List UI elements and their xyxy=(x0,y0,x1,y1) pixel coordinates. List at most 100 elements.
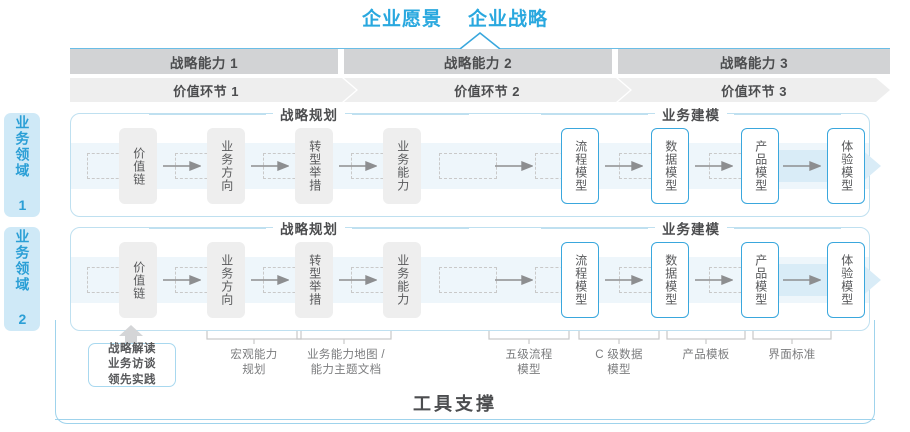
node-business-direction-1[interactable]: 业务方向 xyxy=(207,128,245,204)
bracket-icon xyxy=(488,331,570,344)
step-arrow-icon xyxy=(695,275,733,285)
node-business-capability-2[interactable]: 业务能力 xyxy=(383,242,421,318)
node-value-chain-2[interactable]: 价值链 xyxy=(119,242,157,318)
capability-bar-3[interactable]: 战略能力 3 xyxy=(618,49,890,74)
node-label: 价值链 xyxy=(131,146,146,186)
sidebar-item-domain-1-label: 业务领域 1 xyxy=(14,115,31,215)
tool-support-frame xyxy=(55,320,875,424)
node-experience-model-2[interactable]: 体验模型 xyxy=(827,242,865,318)
title-enterprise-vision: 企业愿景 xyxy=(361,9,442,30)
node-process-model-1[interactable]: 流程模型 xyxy=(561,128,599,204)
title-enterprise-strategy: 企业战略 xyxy=(468,9,549,30)
tool-box-line-3: 领先实践 xyxy=(108,373,156,386)
value-chain-bar-2-label: 价值环节 2 xyxy=(454,83,520,99)
track-segment xyxy=(439,153,497,179)
node-label: 业务方向 xyxy=(219,140,234,192)
step-arrow-icon xyxy=(605,161,643,171)
annotation-macro-capability-planning: 宏观能力 规划 xyxy=(204,348,304,379)
track-segment xyxy=(439,267,497,293)
sidebar-item-domain-2[interactable]: 业务领域 2 xyxy=(4,227,40,331)
capability-bar-3-label: 战略能力 3 xyxy=(719,55,789,71)
node-process-model-2[interactable]: 流程模型 xyxy=(561,242,599,318)
node-value-chain-1[interactable]: 价值链 xyxy=(119,128,157,204)
node-label: 体验模型 xyxy=(839,254,854,306)
up-arrow-icon xyxy=(119,325,143,347)
bracket-icon xyxy=(578,331,660,344)
annotation-line-2: 模型 xyxy=(517,364,541,377)
bar-gap xyxy=(338,49,344,74)
step-arrow-icon xyxy=(695,161,733,171)
tool-box-line-2: 业务访谈 xyxy=(108,358,156,371)
bracket-icon xyxy=(206,331,302,344)
capability-bar-row: 战略能力 1 战略能力 2 战略能力 3 xyxy=(70,49,890,74)
annotation-business-capability-map: 业务能力地图 / 能力主题文档 xyxy=(288,348,404,379)
step-arrow-icon xyxy=(783,275,821,285)
node-transformation-measures-2[interactable]: 转型举措 xyxy=(295,242,333,318)
section-title-strategic-planning-2-label: 战略规划 xyxy=(273,218,345,238)
node-label: 业务能力 xyxy=(395,254,410,306)
value-chain-bar-3[interactable]: 价值环节 3 xyxy=(618,78,890,102)
bracket-icon xyxy=(752,331,832,344)
step-arrow-icon xyxy=(163,161,201,171)
value-chain-row: 价值环节 1 价值环节 2 价值环节 3 xyxy=(70,78,890,102)
value-chain-bar-3-label: 价值环节 3 xyxy=(721,83,787,99)
node-label: 业务方向 xyxy=(219,254,234,306)
domain-row-1: 战略规划 业务建模 价值链 业务方向 转型举措 xyxy=(70,104,881,217)
step-arrow-icon xyxy=(495,161,533,171)
node-label: 转型举措 xyxy=(307,254,322,306)
footer-divider xyxy=(55,419,875,421)
node-experience-model-1[interactable]: 体验模型 xyxy=(827,128,865,204)
annotation-line-2: 模型 xyxy=(607,364,631,377)
node-business-direction-2[interactable]: 业务方向 xyxy=(207,242,245,318)
step-arrow-icon xyxy=(251,275,289,285)
annotation-line-1: C 级数据 xyxy=(595,349,643,361)
value-chain-bar-1[interactable]: 价值环节 1 xyxy=(70,78,356,102)
node-product-model-2[interactable]: 产品模型 xyxy=(741,242,779,318)
section-title-strategic-planning-1: 战略规划 xyxy=(149,104,469,124)
node-label: 价值链 xyxy=(131,260,146,300)
top-titles: 企业愿景 企业战略 xyxy=(0,4,910,31)
step-arrow-icon xyxy=(339,275,377,285)
node-label: 产品模型 xyxy=(753,140,768,192)
annotation-line-1: 五级流程 xyxy=(505,349,553,361)
section-title-strategic-planning-1-label: 战略规划 xyxy=(273,104,345,124)
footer-title: 工具支撑 xyxy=(413,394,497,414)
bracket-icon xyxy=(296,331,392,344)
section-title-business-modeling-1: 业务建模 xyxy=(541,104,841,124)
tool-box-strategy-interpretation[interactable]: 战略解读 业务访谈 领先实践 xyxy=(88,343,176,387)
annotation-c-level-data-model: C 级数据 模型 xyxy=(576,348,662,379)
section-title-business-modeling-2-label: 业务建模 xyxy=(655,218,727,238)
domain-row-1-band xyxy=(71,143,869,189)
tool-box-line-1: 战略解读 xyxy=(108,343,156,356)
annotation-five-level-process-model: 五级流程 模型 xyxy=(486,348,572,379)
value-chain-bar-2[interactable]: 价值环节 2 xyxy=(344,78,630,102)
capability-bar-1[interactable]: 战略能力 1 xyxy=(70,49,338,74)
capability-bar-1-label: 战略能力 1 xyxy=(169,55,239,71)
capability-bar-2[interactable]: 战略能力 2 xyxy=(344,49,612,74)
domain-row-2: 战略规划 业务建模 价值链 业务方向 转型举措 业务能力 xyxy=(70,218,881,331)
sidebar-item-domain-1[interactable]: 业务领域 1 xyxy=(4,113,40,217)
node-label: 流程模型 xyxy=(573,140,588,192)
bracket-icon xyxy=(666,331,746,344)
node-data-model-2[interactable]: 数据模型 xyxy=(651,242,689,318)
node-data-model-1[interactable]: 数据模型 xyxy=(651,128,689,204)
node-business-capability-1[interactable]: 业务能力 xyxy=(383,128,421,204)
node-label: 流程模型 xyxy=(573,254,588,306)
annotation-line-1: 产品模板 xyxy=(682,349,730,361)
annotation-line-2: 能力主题文档 xyxy=(310,364,382,377)
annotation-line-1: 业务能力地图 / xyxy=(307,349,385,361)
step-arrow-icon xyxy=(783,161,821,171)
bar-gap xyxy=(612,49,618,74)
node-label: 数据模型 xyxy=(663,254,678,306)
node-product-model-1[interactable]: 产品模型 xyxy=(741,128,779,204)
section-title-strategic-planning-2: 战略规划 xyxy=(149,218,469,238)
node-label: 转型举措 xyxy=(307,140,322,192)
sidebar-item-domain-2-label: 业务领域 2 xyxy=(14,229,31,329)
annotation-product-template: 产品模板 xyxy=(666,348,746,363)
step-arrow-icon xyxy=(339,161,377,171)
annotation-line-1: 界面标准 xyxy=(768,349,816,361)
step-arrow-icon xyxy=(163,275,201,285)
value-chain-bar-1-label: 价值环节 1 xyxy=(173,83,239,99)
node-transformation-measures-1[interactable]: 转型举措 xyxy=(295,128,333,204)
